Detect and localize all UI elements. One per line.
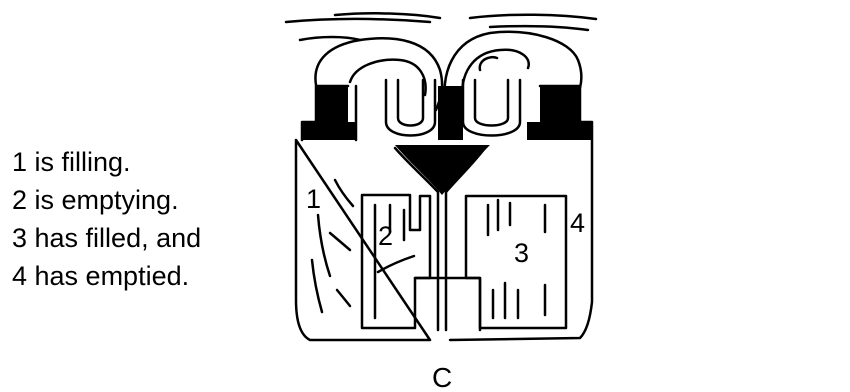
compartment-label-2: 2 [378,221,393,251]
right-u-tube [463,80,520,136]
dark-filled-blocks [302,86,592,195]
top-strokes [286,13,596,40]
figure-label: C [432,362,452,392]
left-u-tube [386,80,435,136]
compartment-label-4: 4 [570,208,585,238]
compartment-label-1: 1 [306,184,321,214]
compartment-2-outline [362,195,430,328]
compartment-label-3: 3 [514,238,529,268]
